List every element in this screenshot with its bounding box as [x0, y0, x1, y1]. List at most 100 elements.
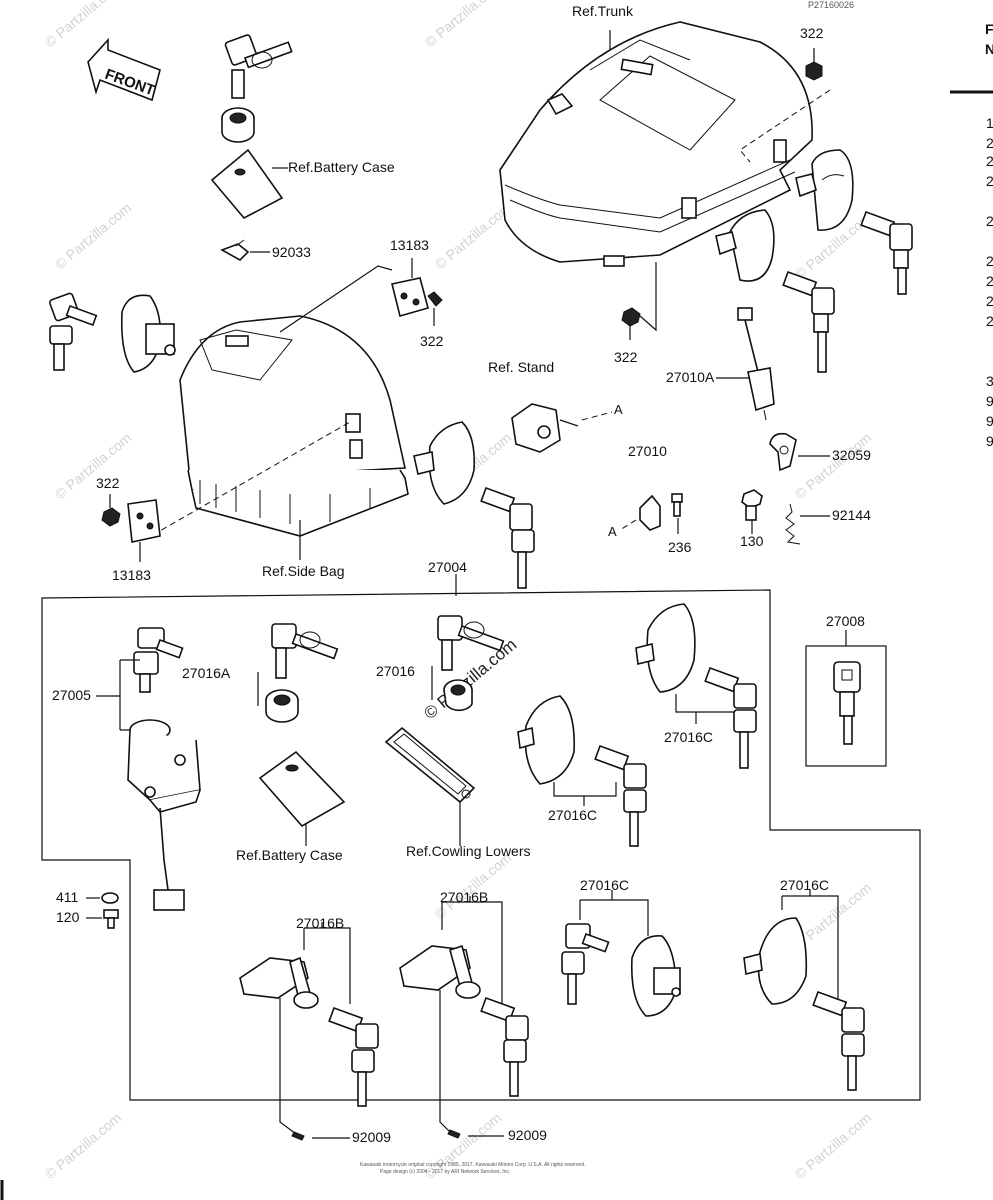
margin-digit: 9: [986, 393, 993, 409]
lockset-outline-27004: [41, 589, 921, 1101]
bracket-32059: [769, 432, 797, 472]
bracket-13183-left: [127, 499, 161, 543]
margin-digit: 2: [986, 273, 993, 289]
lock-27010: [619, 494, 661, 531]
part-27008: 27008: [826, 613, 865, 629]
key-top-left: [224, 34, 293, 99]
stand-lock: [511, 403, 579, 453]
key-tag-cowling: [384, 726, 476, 804]
ref-cowling-lowers: Ref.Cowling Lowers: [406, 843, 531, 859]
margin-digit: 2: [986, 153, 993, 169]
nut-322-trunk: [805, 61, 823, 81]
key-blank-27008: [833, 661, 861, 745]
lock-cover-27016C-upper: [635, 603, 696, 693]
part-27005: 27005: [52, 687, 91, 703]
key-left-side: [49, 292, 98, 371]
bracket-13183-top: [391, 277, 443, 317]
ref-battery-case-top: Ref.Battery Case: [288, 159, 395, 175]
key-27016C-mid: [594, 744, 647, 847]
margin-digit: 2: [986, 253, 993, 269]
margin-header-1: F: [985, 21, 993, 37]
nut-322-left: [101, 507, 121, 527]
part-27016C-3: 27016C: [580, 877, 629, 893]
watermark: © Partzilla.com: [792, 429, 875, 502]
spring-92144: [785, 503, 801, 545]
part-27016: 27016: [376, 663, 415, 679]
lock-27016B-2: [399, 944, 481, 999]
clip-92033: [220, 239, 250, 261]
part-27016A: 27016A: [182, 665, 231, 681]
part-92009-2: 92009: [508, 1127, 547, 1143]
screw-120: [103, 909, 119, 929]
key-27016A: [271, 623, 339, 679]
watermark: © Partzilla.com: [422, 0, 505, 50]
diagram-code: P27160026: [808, 0, 854, 10]
ref-battery-case-box: Ref.Battery Case: [236, 847, 343, 863]
cylinder-27016: [443, 679, 473, 712]
part-27016B-1: 27016B: [296, 915, 344, 931]
part-322-middle: 322: [614, 349, 638, 365]
margin-digit: 3: [986, 373, 993, 389]
lock-cover-27016C-mid: [517, 695, 576, 785]
part-27010: 27010: [628, 443, 667, 459]
footer-design: Page design (c) 2004 - 2017 by ARI Netwo…: [380, 1169, 510, 1175]
margin-digit: 2: [986, 293, 993, 309]
key-27016C-4: [812, 990, 865, 1091]
key-27016B-2: [480, 996, 529, 1097]
part-32059: 32059: [832, 447, 871, 463]
margin-digit: 1: [986, 115, 993, 131]
watermark: © Partzilla.com: [42, 0, 125, 50]
screw-236: [671, 493, 683, 517]
watermark: © Partzilla.com: [792, 1109, 875, 1182]
sidebag-lock-right: [413, 421, 476, 505]
ref-side-bag-label: Ref.Side Bag: [262, 563, 345, 579]
part-120: 120: [56, 909, 80, 925]
margin-digit: 9: [986, 433, 993, 449]
part-27016B-2: 27016B: [440, 889, 488, 905]
key-27016C-3: [561, 923, 610, 1005]
part-322-top: 322: [420, 333, 444, 349]
part-27004: 27004: [428, 559, 467, 575]
watermark: © Partzilla.com: [432, 199, 515, 272]
cable-lock-27010A: [737, 307, 775, 421]
margin-digit: 9: [986, 413, 993, 429]
margin-digit: 2: [986, 135, 993, 151]
ignition-switch: [127, 719, 201, 911]
ref-a-1: A: [614, 402, 623, 417]
part-130: 130: [740, 533, 764, 549]
trunk-lock-right: [795, 149, 854, 231]
margin-digit: 2: [986, 313, 993, 329]
side-bag: [179, 315, 409, 537]
part-322-left: 322: [96, 475, 120, 491]
part-13183-top: 13183: [390, 237, 429, 253]
battery-case-cover-box: [258, 750, 346, 828]
front-arrow: FRONT: [87, 37, 161, 102]
footer-copyright: Kawasaki motorcycle original copyright 1…: [360, 1162, 585, 1168]
side-lock-left: [120, 294, 176, 373]
margin-digit: 2: [986, 173, 993, 189]
part-411: 411: [56, 889, 79, 905]
key-27016B-1: [328, 1006, 379, 1107]
watermark: © Partzilla.com: [52, 429, 135, 502]
ref-trunk-label: Ref.Trunk: [572, 3, 634, 19]
margin-header-2: N: [985, 41, 993, 57]
part-27016C-2: 27016C: [664, 729, 713, 745]
key-sidebag: [480, 486, 535, 589]
part-27010A: 27010A: [666, 369, 715, 385]
trunk-lock-middle: [715, 209, 775, 282]
key-trunk-right: [860, 210, 913, 295]
part-236: 236: [668, 539, 692, 555]
nut-322-middle: [621, 307, 641, 327]
lock-cover-27016C-4: [743, 917, 808, 1005]
lock-cylinder-top: [221, 107, 255, 143]
margin-digit: 2: [986, 213, 993, 229]
part-27016C-1: 27016C: [548, 807, 597, 823]
trunk: [499, 21, 813, 267]
watermark-bold: © Partzilla.com: [420, 635, 520, 723]
part-322-trunk: 322: [800, 25, 824, 41]
key-27016: [437, 615, 505, 671]
watermark: © Partzilla.com: [52, 199, 135, 272]
bolt-130: [741, 489, 763, 521]
lock-27016B-1: [239, 956, 319, 1009]
